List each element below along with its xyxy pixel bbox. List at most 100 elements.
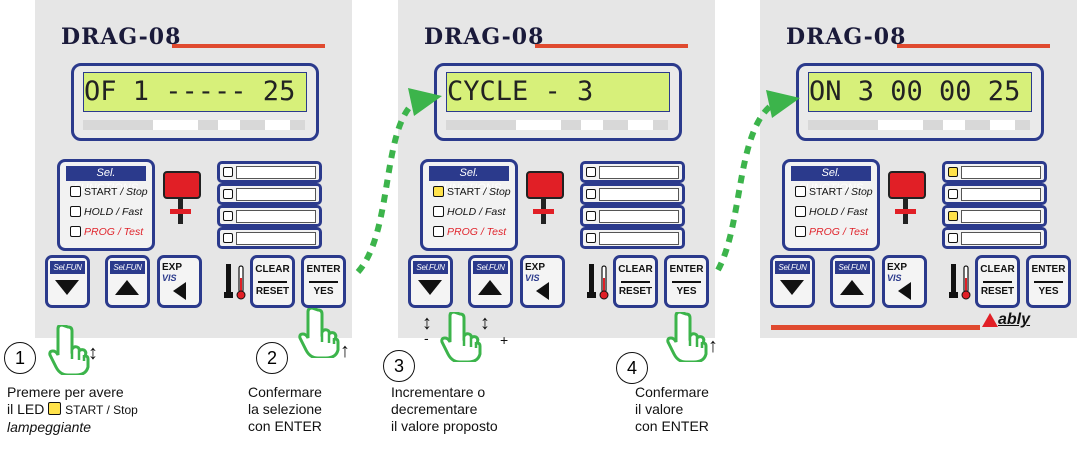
lcd-display: CYCLE - 3 <box>446 72 670 112</box>
vis-label: VIS <box>887 273 902 283</box>
exp-vis-button[interactable]: EXP VIS <box>882 255 927 308</box>
brand-logo-icon <box>982 313 998 327</box>
status-led-column <box>217 161 322 249</box>
arrow-down-icon <box>418 280 442 295</box>
function-hold[interactable]: HOLD / Fast <box>70 206 142 218</box>
key-label: Sel.FUN <box>835 261 870 274</box>
press-arrow-icon: ↕ <box>480 312 490 334</box>
function-start[interactable]: START / Stop <box>433 186 511 198</box>
function-mode: / Test <box>842 226 869 238</box>
press-arrow-icon: ↕ <box>422 312 432 334</box>
function-start[interactable]: START / Stop <box>70 186 148 198</box>
status-led <box>948 233 958 243</box>
reset-label: RESET <box>980 286 1015 297</box>
selfun-up-button[interactable]: Sel.FUN <box>468 255 513 308</box>
emergency-stop-button[interactable] <box>163 171 201 199</box>
stop-button-stem <box>541 197 546 211</box>
pointing-hand-icon <box>666 310 708 364</box>
function-led <box>433 186 444 197</box>
exp-vis-button[interactable]: EXP VIS <box>157 255 202 308</box>
status-led <box>948 167 958 177</box>
yes-label: YES <box>313 286 334 297</box>
function-prog[interactable]: PROG / Test <box>433 226 506 238</box>
function-key: START <box>84 186 118 198</box>
caption-line: Incrementare o <box>391 384 486 400</box>
stop-button-stem <box>178 197 183 211</box>
function-mode: / Stop <box>483 186 511 198</box>
step-number-badge: 4 <box>616 352 648 384</box>
caption-line: lampeggiante <box>7 419 92 435</box>
function-start[interactable]: START / Stop <box>795 186 873 198</box>
status-led-row <box>580 161 685 183</box>
function-key: START <box>447 186 481 198</box>
press-arrow-icon: ↑ <box>708 335 718 357</box>
sel-functions-header: Sel. FUNCTIONS <box>66 166 146 194</box>
function-led <box>70 186 81 197</box>
exp-vis-button[interactable]: EXP VIS <box>520 255 565 308</box>
caption-line: con ENTER <box>248 418 322 434</box>
arrow-left-icon <box>536 282 549 300</box>
step-caption: Premere per avere il LED START / Stop la… <box>7 384 138 436</box>
arrow-down-icon <box>780 280 804 295</box>
function-key: HOLD <box>809 206 839 218</box>
status-label-slot <box>599 210 679 223</box>
status-label-slot <box>599 166 679 179</box>
selfun-up-button[interactable]: Sel.FUN <box>830 255 875 308</box>
clear-label: CLEAR <box>255 264 290 275</box>
step-number-badge: 2 <box>256 342 288 374</box>
press-arrow-icon: ↑ <box>340 340 350 362</box>
stop-button-foot <box>903 214 908 224</box>
pointing-hand-icon <box>48 323 90 377</box>
clear-reset-button[interactable]: CLEAR RESET <box>250 255 295 308</box>
status-led-row <box>580 227 685 249</box>
status-label-slot <box>236 188 316 201</box>
led-icon <box>48 402 62 415</box>
function-mode: / Stop <box>120 186 148 198</box>
status-label-slot <box>961 232 1041 245</box>
function-prog[interactable]: PROG / Test <box>795 226 868 238</box>
caption-line: la selezione <box>248 401 322 417</box>
lcd-frame: OF 1 ----- 25 <box>71 63 319 141</box>
reset-label: RESET <box>255 286 290 297</box>
title-underline <box>172 44 325 48</box>
status-led-column <box>580 161 685 249</box>
function-mode: / Test <box>480 226 507 238</box>
status-led <box>223 211 233 221</box>
exp-label: EXP <box>162 262 182 273</box>
function-mode: / Fast <box>479 206 506 218</box>
key-label: Sel.FUN <box>473 261 508 274</box>
key-label: Sel.FUN <box>413 261 448 274</box>
selfun-down-button[interactable]: Sel.FUN <box>770 255 815 308</box>
stop-button-base <box>895 209 916 214</box>
press-arrow-icon: ↕ <box>88 342 98 364</box>
lcd-bargraph <box>808 120 1030 130</box>
key-label: Sel.FUN <box>110 261 145 274</box>
status-led-row <box>942 205 1047 227</box>
yes-label: YES <box>676 286 697 297</box>
emergency-stop-button[interactable] <box>526 171 564 199</box>
function-hold[interactable]: HOLD / Fast <box>795 206 867 218</box>
selfun-up-button[interactable]: Sel.FUN <box>105 255 150 308</box>
status-led <box>223 167 233 177</box>
stop-button-base <box>533 209 554 214</box>
reset-label: RESET <box>618 286 653 297</box>
selfun-down-button[interactable]: Sel.FUN <box>45 255 90 308</box>
wrench-thermometer-icon <box>587 264 609 300</box>
function-led <box>795 186 806 197</box>
exp-label: EXP <box>887 262 907 273</box>
function-key: PROG <box>809 226 840 238</box>
function-prog[interactable]: PROG / Test <box>70 226 143 238</box>
status-label-slot <box>961 188 1041 201</box>
yes-label: YES <box>1038 286 1059 297</box>
caption-line: Confermare <box>248 384 322 400</box>
lcd-frame: ON 3 00 00 25 <box>796 63 1044 141</box>
function-hold[interactable]: HOLD / Fast <box>433 206 505 218</box>
selfun-down-button[interactable]: Sel.FUN <box>408 255 453 308</box>
brand-bar <box>771 325 980 330</box>
